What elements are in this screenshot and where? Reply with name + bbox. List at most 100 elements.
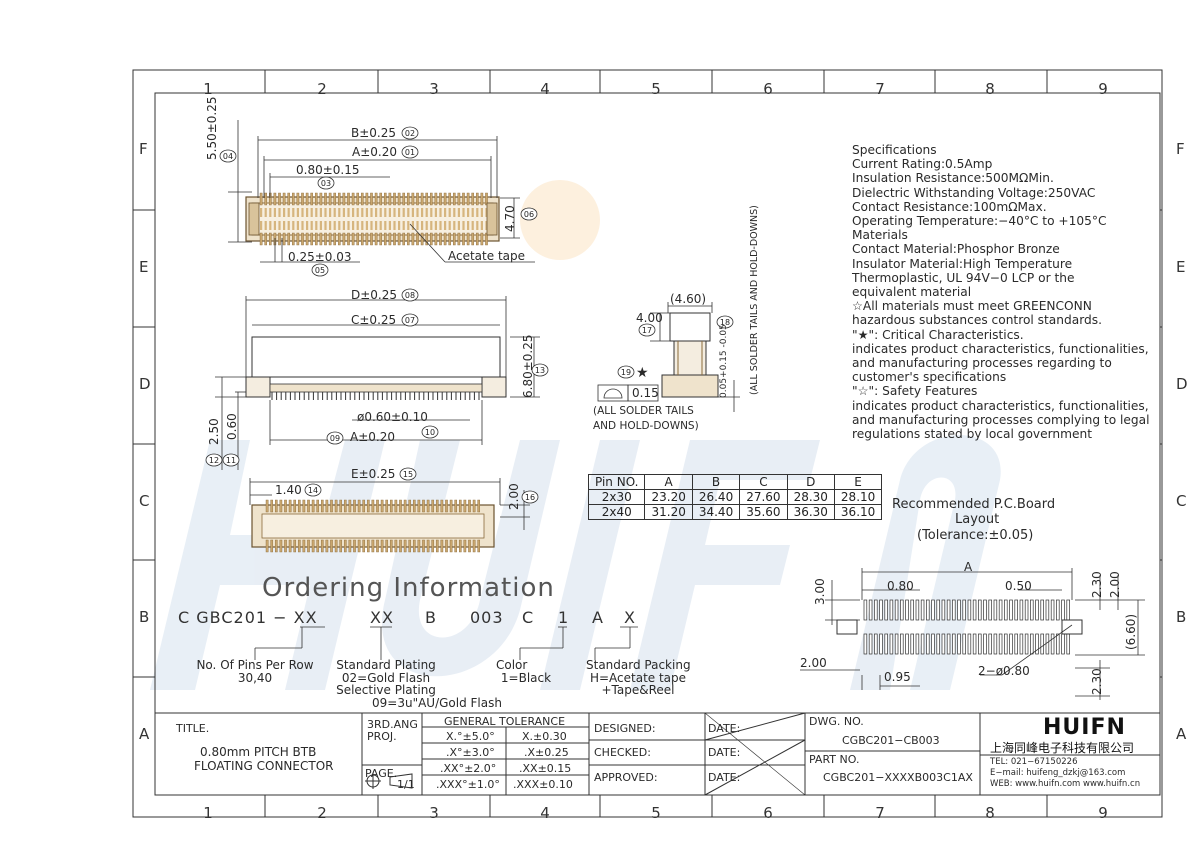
table-cell: 36.10: [833, 504, 883, 520]
brand-logo: HUIFN: [1043, 715, 1126, 740]
zone-column-label: 3: [429, 804, 439, 822]
tolerance-header: GENERAL TOLERANCE: [444, 715, 566, 728]
zone-column-label: 2: [317, 804, 327, 822]
pcb-dim-200a: 2.00: [1108, 571, 1122, 598]
zone-row-label: F: [139, 140, 148, 158]
balloon-06: 06: [520, 207, 538, 221]
dwg-no-value: CGBC201−CB003: [842, 734, 940, 747]
dim-140: 1.40: [275, 483, 302, 497]
part-segment-plating: XX: [370, 608, 394, 627]
tolerance-angle: .XX°±2.0°: [440, 762, 497, 775]
zone-row-label: A: [139, 725, 150, 743]
table-cell: 27.60: [739, 489, 788, 505]
pcb-dim-050: 0.50: [1005, 579, 1032, 593]
table-cell: 26.40: [691, 489, 741, 505]
plating-desc: Standard Plating 02=Gold Flash Selective…: [336, 659, 502, 709]
top-view-connector: [245, 192, 500, 246]
balloon-number: 19: [621, 368, 631, 377]
balloon-17: 17: [638, 323, 656, 337]
table-cell: 28.10: [833, 489, 883, 505]
spec-line: Operating Temperature:−40°C to +105°C: [852, 214, 1107, 229]
dim-470: 4.70: [503, 205, 517, 232]
pcb-dim-095: 0.95: [884, 670, 911, 684]
tails-note-2: AND HOLD-DOWNS): [593, 420, 699, 432]
dim-a-front: A±0.20: [350, 430, 395, 444]
table-header-row: Pin NO. A B C D E: [587, 474, 883, 490]
pcb-dim-230a: 2.30: [1090, 571, 1104, 598]
company-tel: TEL: 021−67150226: [990, 757, 1078, 767]
pcb-dim-200b: 2.00: [800, 656, 827, 670]
pcb-dim-300: 3.00: [813, 578, 827, 605]
spec-line: Insulator Material:High Temperature: [852, 256, 1073, 271]
balloon-number: 06: [524, 210, 534, 219]
dim-250: 2.50: [207, 418, 221, 445]
dim-460: (4.60): [670, 292, 707, 306]
balloon-09: 09: [326, 431, 344, 445]
pcb-dim-a: A: [964, 560, 973, 574]
zone-column-label: 1: [203, 804, 213, 822]
table-cell: 2x40: [587, 504, 646, 520]
spec-line: and manufacturing processes regarding to: [852, 356, 1112, 371]
spec-line: equivalent material: [852, 285, 972, 300]
part-segment-003: 003: [470, 608, 504, 627]
balloon-number: 11: [226, 456, 236, 465]
color-desc: Color 1=Black: [496, 659, 556, 684]
side-note-vertical: (ALL SOLDER TAILS AND HOLD-DOWNS): [749, 205, 760, 395]
dim-005: 0.05+0.15 -0.05: [719, 324, 729, 398]
title-line-1: 0.80mm PITCH BTB: [200, 745, 317, 759]
zone-row-label: A: [1176, 725, 1187, 743]
table-header: C: [739, 474, 788, 490]
spec-line: "☆": Safety Features: [852, 384, 978, 399]
table-cell: 23.20: [644, 489, 693, 505]
balloon-number: 13: [535, 366, 545, 375]
title-label: TITLE.: [176, 722, 210, 735]
zone-column-label: 6: [763, 804, 773, 822]
balloon-number: 17: [642, 326, 652, 335]
zone-column-label: 5: [651, 80, 661, 98]
top-view-dims: [228, 120, 535, 263]
front-view-connector: [245, 336, 507, 400]
spec-line: Thermoplastic, UL 94V−0 LCP or the: [852, 270, 1075, 285]
pcb-dim-660: (6.60): [1124, 613, 1138, 650]
balloon-05: 05: [311, 263, 329, 277]
dim-c: C±0.25: [351, 313, 397, 327]
pins-desc-line: 30,40: [237, 670, 273, 685]
projection-line-1: 3RD.ANG: [367, 718, 418, 731]
ordering-leaders: [254, 626, 638, 660]
title-line-2: FLOATING CONNECTOR: [194, 759, 334, 773]
zone-column-label: 4: [540, 804, 550, 822]
page-label: PAGE.: [365, 767, 398, 780]
balloon-19: 19: [617, 365, 635, 379]
part-segment-series: C GBC201 − XX: [178, 608, 318, 627]
part-segment-packing: X: [624, 608, 636, 627]
projection-line-2: PROJ.: [367, 730, 397, 743]
dim-680: 6.80±0.25: [521, 334, 535, 399]
plating-desc-line: Selective Plating: [336, 683, 436, 697]
zone-row-label: B: [139, 608, 150, 626]
side-view-connector: [661, 312, 719, 398]
zone-column-label: 2: [317, 80, 327, 98]
dim-060: 0.60: [225, 413, 239, 440]
balloon-03: 03: [317, 176, 335, 190]
zone-row-label: C: [139, 492, 150, 510]
balloon-number: 04: [223, 152, 233, 161]
zone-column-label: 3: [429, 80, 439, 98]
pcb-subtitle: Layout: [955, 512, 1000, 527]
dwg-no-label: DWG. NO.: [809, 715, 864, 728]
tolerance-angle: .X°±3.0°: [446, 746, 495, 759]
part-segment-color: 1: [558, 608, 570, 627]
spec-line: Dielectric Withstanding Voltage:250VAC: [852, 185, 1096, 200]
dim-a: A±0.20: [352, 145, 397, 159]
zone-column-label: 8: [985, 804, 995, 822]
zone-column-label: 4: [540, 80, 550, 98]
spec-line: "★": Critical Characteristics.: [852, 327, 1024, 342]
dim-d: D±0.25: [351, 288, 398, 302]
pins-desc: No. Of Pins Per Row 30,40: [192, 659, 318, 684]
balloon-number: 14: [308, 486, 318, 495]
dim-e: E±0.25: [351, 467, 396, 481]
spec-line: Contact Material:Phosphor Bronze: [852, 242, 1060, 257]
company-name: 上海同峰电子科技有限公司: [990, 741, 1135, 755]
